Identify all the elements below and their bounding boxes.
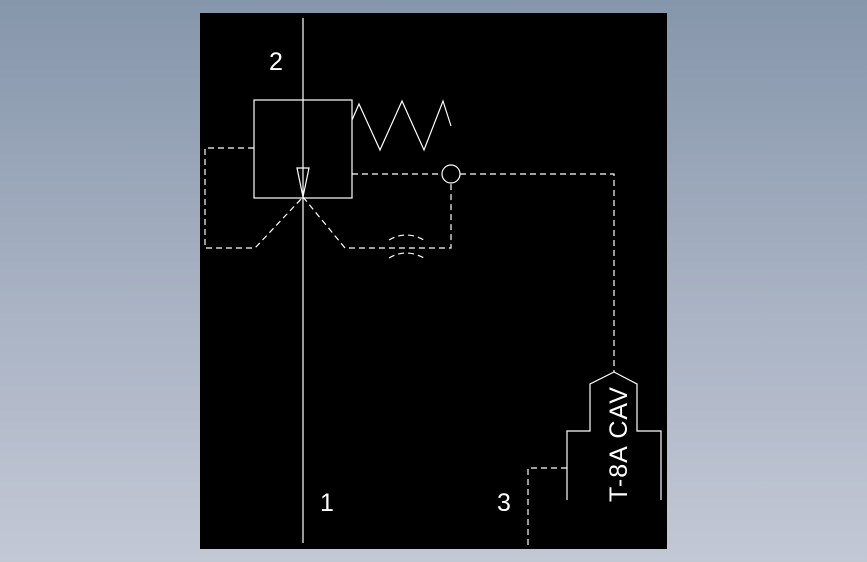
drawing-sheet xyxy=(200,13,667,549)
valve-body xyxy=(253,99,353,199)
right-pilot-line xyxy=(302,180,452,249)
orifice-upper-arc xyxy=(388,234,425,241)
port-1-label: 1 xyxy=(320,489,334,517)
remote-pilot-line xyxy=(460,173,615,372)
junction-circle-icon xyxy=(441,164,461,184)
cavity-outline xyxy=(566,371,662,500)
left-pilot-line xyxy=(204,147,304,249)
port-3-line xyxy=(527,467,567,545)
orifice-lower-arc xyxy=(388,252,425,259)
port-3-label: 3 xyxy=(497,489,511,517)
spring-icon xyxy=(351,99,452,152)
port-2-label: 2 xyxy=(269,48,283,76)
cavity-label: T-8A CAV xyxy=(605,386,633,502)
flow-arrow-icon xyxy=(296,167,310,198)
